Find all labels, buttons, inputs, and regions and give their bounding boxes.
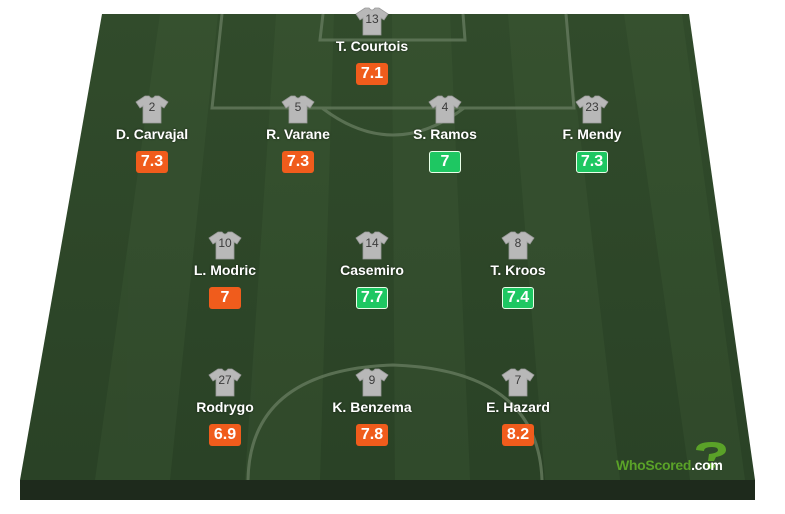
player-goalkeeper[interactable]: 13 T. Courtois 7.1 [302, 6, 442, 85]
shirt-icon: 14 [355, 230, 389, 260]
shirt-number: 14 [365, 236, 379, 250]
player-defenders[interactable]: 5 R. Varane 7.3 [228, 94, 368, 173]
pitch-edge [20, 480, 755, 500]
rating-badge: 7.4 [502, 287, 534, 309]
shirt-icon: 7 [501, 367, 535, 397]
brand-name: WhoScored [616, 457, 692, 473]
player-defenders[interactable]: 2 D. Carvajal 7.3 [82, 94, 222, 173]
rating-badge: 8.2 [502, 424, 534, 446]
shirt-number: 2 [148, 100, 156, 114]
player-defenders[interactable]: 23 F. Mendy 7.3 [522, 94, 662, 173]
player-name[interactable]: E. Hazard [486, 399, 550, 415]
pitch-stripes [95, 14, 745, 480]
player-name[interactable]: T. Kroos [490, 262, 546, 278]
brand-suffix: .com [691, 457, 723, 473]
rating-badge: 7.3 [136, 151, 168, 173]
player-midfielders[interactable]: 10 L. Modric 7 [155, 230, 295, 309]
shirt-number: 9 [368, 373, 376, 387]
player-name[interactable]: Casemiro [340, 262, 404, 278]
pitch-surface [20, 14, 755, 480]
shirt-icon: 5 [281, 94, 315, 124]
rating-badge: 7.3 [576, 151, 608, 173]
shirt-icon: 2 [135, 94, 169, 124]
shirt-number: 8 [514, 236, 522, 250]
rating-badge: 7 [209, 287, 241, 309]
shirt-number: 23 [585, 100, 599, 114]
rating-badge: 7 [429, 151, 461, 173]
player-name[interactable]: D. Carvajal [115, 126, 189, 142]
shirt-icon: 27 [208, 367, 242, 397]
player-name[interactable]: Rodrygo [196, 399, 254, 415]
player-name[interactable]: L. Modric [193, 262, 257, 278]
player-name[interactable]: S. Ramos [413, 126, 477, 142]
player-forwards[interactable]: 7 E. Hazard 8.2 [448, 367, 588, 446]
player-defenders[interactable]: 4 S. Ramos 7 [375, 94, 515, 173]
shirt-icon: 10 [208, 230, 242, 260]
shirt-number: 4 [441, 100, 449, 114]
shirt-icon: 9 [355, 367, 389, 397]
player-midfielders[interactable]: 8 T. Kroos 7.4 [448, 230, 588, 309]
shirt-icon: 23 [575, 94, 609, 124]
shirt-number: 13 [365, 12, 379, 26]
rating-badge: 7.3 [282, 151, 314, 173]
player-name[interactable]: K. Benzema [332, 399, 412, 415]
shirt-number: 27 [218, 373, 232, 387]
shirt-icon: 4 [428, 94, 462, 124]
rating-badge: 7.8 [356, 424, 388, 446]
player-forwards[interactable]: 9 K. Benzema 7.8 [302, 367, 442, 446]
shirt-number: 7 [514, 373, 522, 387]
shirt-number: 10 [218, 236, 232, 250]
player-name[interactable]: F. Mendy [562, 126, 622, 142]
pitch-markings [210, 13, 576, 481]
player-name[interactable]: T. Courtois [335, 38, 409, 54]
rating-badge: 7.7 [356, 287, 388, 309]
shirt-number: 5 [294, 100, 302, 114]
question-bubble-icon [696, 442, 726, 469]
shirt-icon: 8 [501, 230, 535, 260]
rating-badge: 7.1 [356, 63, 388, 85]
player-name[interactable]: R. Varane [266, 126, 330, 142]
shirt-icon: 13 [355, 6, 389, 36]
rating-badge: 6.9 [209, 424, 241, 446]
